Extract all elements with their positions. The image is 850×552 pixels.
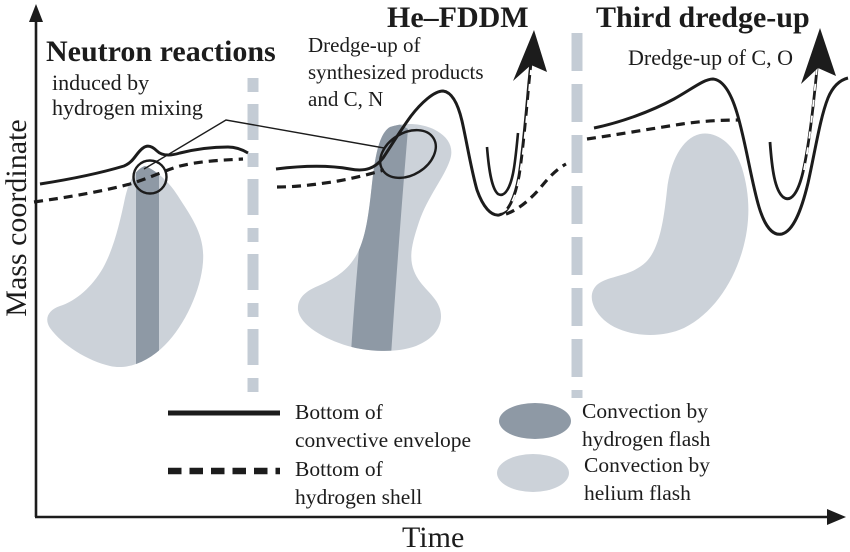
panel1-convective-envelope-line	[39, 144, 249, 186]
legend-text-line: Bottom of	[295, 400, 383, 424]
panel1-hydrogen-shell-line	[33, 157, 244, 204]
callout-line	[143, 119, 385, 170]
panel3-helium-flash-region	[591, 133, 749, 335]
panel3-convective-envelope-line	[593, 76, 849, 236]
legend-label-helium-flash: Convection by helium flash	[584, 451, 710, 507]
panel3-subtitle-line1: Dredge-up of C, O	[628, 45, 793, 70]
panel1-title: Neutron reactions	[46, 35, 276, 68]
legend-text-line: convective envelope	[295, 428, 472, 452]
panel2-annotation-ellipse	[379, 128, 437, 180]
panel1-subtitle-line1: induced by	[52, 70, 150, 95]
panel3-arrow-shaft-line	[768, 57, 820, 200]
panel2-convective-envelope-line	[275, 51, 534, 217]
x-axis-label: Time	[402, 521, 465, 552]
panel2-up-arrowhead-icon	[513, 30, 547, 81]
legend-label-convective-envelope: Bottom of convective envelope	[295, 398, 471, 454]
legend-text-line: hydrogen flash	[582, 427, 711, 451]
y-axis-arrowhead-icon	[29, 4, 43, 22]
legend-text-line: Convection by	[584, 453, 710, 477]
panel2-subtitle-line2: synthesized products	[308, 60, 484, 84]
x-axis-arrowhead-icon	[827, 509, 846, 525]
panel1-helium-flash-region	[47, 166, 204, 368]
legend-text-line: helium flash	[584, 481, 691, 505]
panel2-inner-dip-line	[485, 132, 520, 197]
panel1-subtitle-line2: hydrogen mixing	[52, 95, 203, 120]
panel1-annotation-circle	[132, 159, 168, 195]
panel2-title: He–FDDM	[387, 1, 529, 34]
panel2-hydrogen-shell-line	[276, 168, 385, 189]
panel1-hydrogen-flash-region	[136, 166, 159, 368]
legend-text-line: Convection by	[582, 399, 708, 423]
legend-light-ellipse-key	[497, 454, 569, 492]
legend-label-hydrogen-shell: Bottom of hydrogen shell	[295, 455, 422, 511]
legend-label-hydrogen-flash: Convection by hydrogen flash	[582, 397, 710, 453]
y-axis-label: Mass coordinate	[0, 119, 33, 317]
panel2-arrow-shaft-dashes	[500, 69, 532, 213]
panel3-title: Third dredge-up	[596, 1, 810, 34]
panel2-subtitle-line3: and C, N	[308, 87, 384, 111]
panel2-hydrogen-flash-region	[351, 123, 408, 351]
panel3-hydrogen-shell-line	[586, 118, 740, 141]
legend-dark-ellipse-key	[499, 403, 571, 439]
legend-text-line: Bottom of	[295, 457, 383, 481]
panel3-up-arrowhead-icon	[801, 28, 836, 84]
legend-text-line: hydrogen shell	[295, 485, 423, 509]
panel2-subtitle-line1: Dredge-up of	[308, 33, 421, 57]
